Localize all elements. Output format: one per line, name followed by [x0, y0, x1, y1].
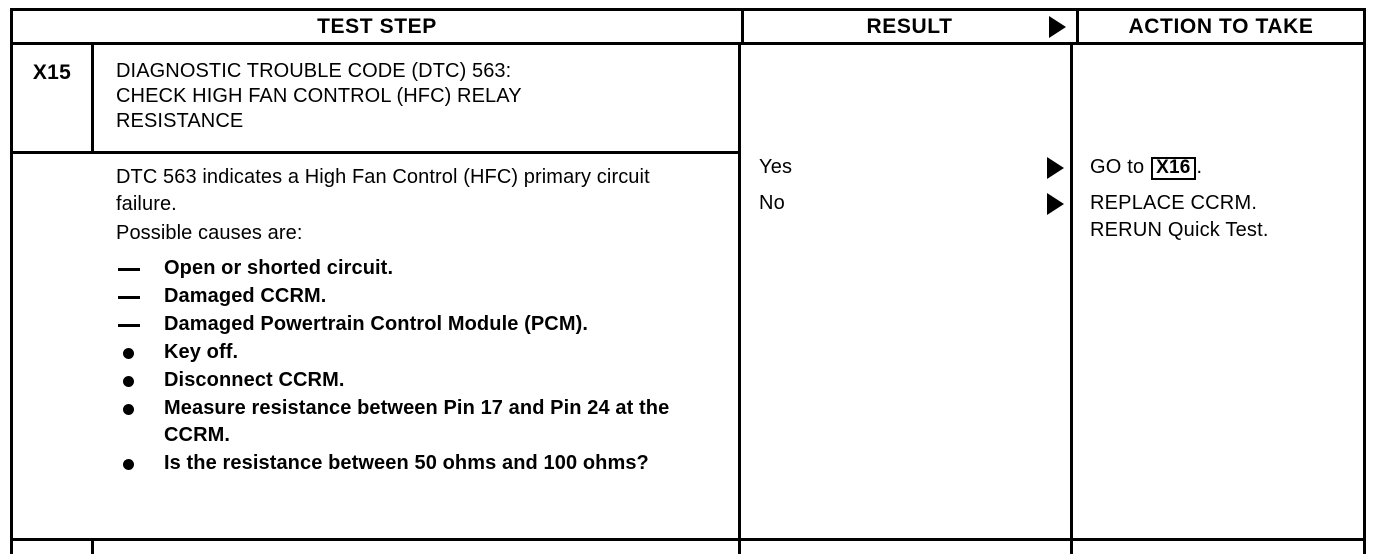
- step-reference-link-x16[interactable]: X16: [1151, 157, 1196, 180]
- step-title-line-2: CHECK HIGH FAN CONTROL (HFC) RELAY: [116, 85, 522, 107]
- column-header-result: RESULT: [744, 11, 1079, 42]
- step-title-block: DIAGNOSTIC TROUBLE CODE (DTC) 563: CHECK…: [94, 45, 734, 151]
- action-line-no-2: RERUN Quick Test.: [1090, 219, 1269, 241]
- step-id-label: X15: [32, 61, 72, 84]
- list-item-text: Damaged Powertrain Control Module (PCM).: [164, 313, 589, 335]
- column-header-action-label: ACTION TO TAKE: [1128, 14, 1314, 38]
- dash-marker-icon: [118, 283, 140, 299]
- bullet-marker-icon: [118, 339, 134, 359]
- column-header-test-step-label: TEST STEP: [317, 14, 437, 38]
- action-column: GO to X16. REPLACE CCRM. RERUN Quick Tes…: [1076, 154, 1366, 244]
- right-triangle-icon: [1047, 193, 1064, 220]
- list-item: Measure resistance between Pin 17 and Pi…: [116, 395, 734, 449]
- list-item-text: Key off.: [164, 341, 239, 363]
- result-row-no: No: [741, 190, 1070, 226]
- step-id-cell: X15: [13, 45, 91, 151]
- list-item-text: Damaged CCRM.: [164, 285, 327, 307]
- result-label-yes: Yes: [759, 156, 793, 178]
- list-item: Disconnect CCRM.: [116, 367, 734, 394]
- column-divider-step-id-next: [91, 541, 94, 554]
- list-item: Damaged Powertrain Control Module (PCM).: [116, 311, 734, 338]
- column-divider-result-next: [738, 541, 741, 554]
- list-item-text: Is the resistance between 50 ohms and 10…: [164, 452, 649, 474]
- diagnostic-test-table: TEST STEP RESULT ACTION TO TAKE X15 DIAG…: [10, 8, 1366, 541]
- action-line-no-1: REPLACE CCRM.: [1090, 192, 1258, 214]
- table-header-row: TEST STEP RESULT ACTION TO TAKE: [13, 11, 1363, 45]
- list-item-text: Measure resistance between Pin 17 and Pi…: [164, 397, 670, 446]
- action-row-yes: GO to X16.: [1090, 154, 1366, 190]
- step-title-line-1: DIAGNOSTIC TROUBLE CODE (DTC) 563:: [116, 60, 512, 82]
- next-row-partial: [10, 541, 1366, 554]
- step-paragraph-2: Possible causes are:: [116, 222, 303, 244]
- dash-marker-icon: [118, 311, 140, 327]
- step-item-list: Open or shorted circuit. Damaged CCRM. D…: [116, 255, 734, 477]
- action-prefix-yes: GO to: [1090, 156, 1151, 178]
- step-title-line-3: RESISTANCE: [116, 110, 244, 132]
- result-label-no: No: [759, 192, 785, 214]
- column-divider-action-next: [1070, 541, 1073, 554]
- action-line-yes: GO to X16.: [1090, 154, 1366, 181]
- action-row-no: REPLACE CCRM. RERUN Quick Test.: [1090, 190, 1366, 244]
- column-header-result-label: RESULT: [866, 14, 953, 38]
- column-header-test-step: TEST STEP: [13, 11, 744, 42]
- list-item: Damaged CCRM.: [116, 283, 734, 310]
- right-triangle-icon: [1049, 15, 1076, 38]
- bullet-marker-icon: [118, 367, 134, 387]
- list-item-text: Disconnect CCRM.: [164, 369, 345, 391]
- list-item: Is the resistance between 50 ohms and 10…: [116, 450, 734, 477]
- dash-marker-icon: [118, 255, 140, 271]
- column-header-action: ACTION TO TAKE: [1079, 11, 1363, 42]
- column-divider-step-id: [91, 45, 94, 151]
- list-item-text: Open or shorted circuit.: [164, 257, 394, 279]
- action-suffix-yes: .: [1196, 156, 1203, 178]
- result-column: Yes No: [741, 154, 1070, 226]
- result-row-yes: Yes: [741, 154, 1070, 190]
- bullet-marker-icon: [118, 450, 134, 470]
- step-paragraph-1: DTC 563 indicates a High Fan Control (HF…: [116, 166, 650, 215]
- row-divider-title: [13, 151, 738, 154]
- column-divider-result: [738, 45, 741, 538]
- list-item: Key off.: [116, 339, 734, 366]
- right-triangle-icon: [1047, 157, 1064, 184]
- list-item: Open or shorted circuit.: [116, 255, 734, 282]
- step-body-block: DTC 563 indicates a High Fan Control (HF…: [94, 154, 734, 478]
- column-divider-action: [1070, 45, 1073, 538]
- bullet-marker-icon: [118, 395, 134, 415]
